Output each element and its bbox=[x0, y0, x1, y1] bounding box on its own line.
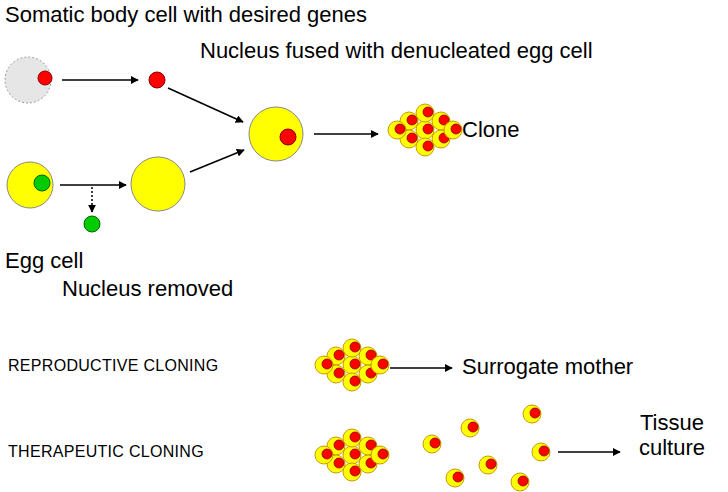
text-label: Nucleus removed bbox=[62, 276, 233, 301]
arrow bbox=[558, 451, 620, 453]
separated-cells bbox=[423, 405, 550, 491]
text-label: REPRODUCTIVE CLONING bbox=[8, 357, 218, 375]
embryo-cluster bbox=[315, 339, 389, 391]
clone-cluster bbox=[388, 104, 462, 156]
dotted-arrow bbox=[91, 187, 93, 212]
arrow bbox=[314, 133, 378, 135]
somatic-cell bbox=[5, 57, 51, 103]
text-label: Surrogate mother bbox=[462, 354, 633, 379]
denucleated-egg bbox=[131, 157, 185, 211]
egg-cell bbox=[7, 162, 53, 208]
embryo-cluster bbox=[315, 429, 389, 481]
text-label: Egg cell bbox=[5, 248, 83, 273]
removed-nucleus bbox=[84, 216, 100, 232]
arrow bbox=[390, 367, 452, 369]
text-label: Nucleus fused with denucleated egg cell bbox=[200, 38, 593, 63]
arrow bbox=[60, 184, 126, 186]
somatic-nucleus bbox=[38, 71, 52, 85]
egg-nucleus bbox=[34, 175, 50, 191]
extracted-nucleus bbox=[149, 72, 165, 88]
fused-nucleus bbox=[280, 129, 296, 145]
text-label: Clone bbox=[462, 117, 519, 142]
text-label: Tissue culture bbox=[624, 410, 720, 461]
arrow bbox=[168, 88, 243, 122]
text-label: THERAPEUTIC CLONING bbox=[8, 443, 204, 461]
arrow bbox=[62, 79, 138, 81]
arrow bbox=[190, 150, 244, 172]
text-label: Somatic body cell with desired genes bbox=[5, 2, 367, 27]
fused-egg-cell bbox=[249, 107, 303, 161]
